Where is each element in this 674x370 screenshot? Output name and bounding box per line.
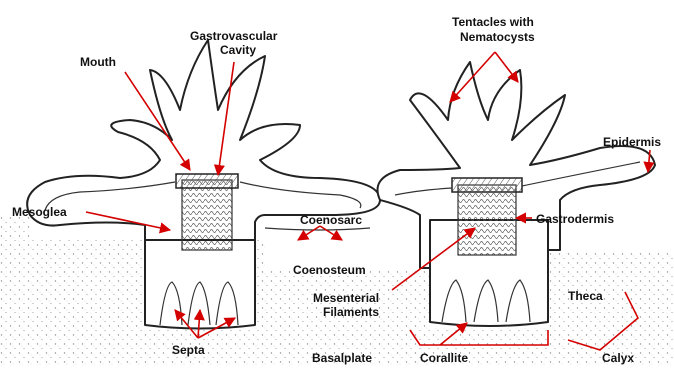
label-corallite: Corallite bbox=[420, 351, 468, 365]
label-gastrovascular: Gastrovascular bbox=[190, 29, 278, 43]
right-gastro-column bbox=[458, 185, 516, 255]
tentacles-arrow-right bbox=[495, 52, 518, 82]
label-basalplate: Basalplate bbox=[312, 351, 372, 365]
coenosarc-arrow-right bbox=[320, 226, 342, 240]
label-mesoglea: Mesoglea bbox=[12, 205, 67, 219]
label-septa: Septa bbox=[172, 343, 205, 357]
coenosarc-arrow-left bbox=[298, 226, 320, 240]
left-gastro-column bbox=[182, 180, 232, 250]
left-mouth-ring bbox=[176, 174, 238, 188]
label-theca: Theca bbox=[568, 289, 603, 303]
label-coenosteum: Coenosteum bbox=[293, 263, 366, 277]
label-gastrodermis: Gastrodermis bbox=[536, 212, 614, 226]
label-cavity: Cavity bbox=[220, 43, 256, 57]
label-filaments: Filaments bbox=[323, 305, 379, 319]
label-mesenterial: Mesenterial bbox=[313, 291, 379, 305]
label-nematocysts: Nematocysts bbox=[460, 30, 535, 44]
label-tentacles: Tentacles with bbox=[452, 15, 534, 29]
right-mouth-ring bbox=[452, 178, 522, 192]
label-mouth: Mouth bbox=[80, 55, 116, 69]
label-epidermis: Epidermis bbox=[603, 135, 661, 149]
label-coenosarc: Coenosarc bbox=[300, 213, 362, 227]
label-calyx: Calyx bbox=[602, 351, 634, 365]
